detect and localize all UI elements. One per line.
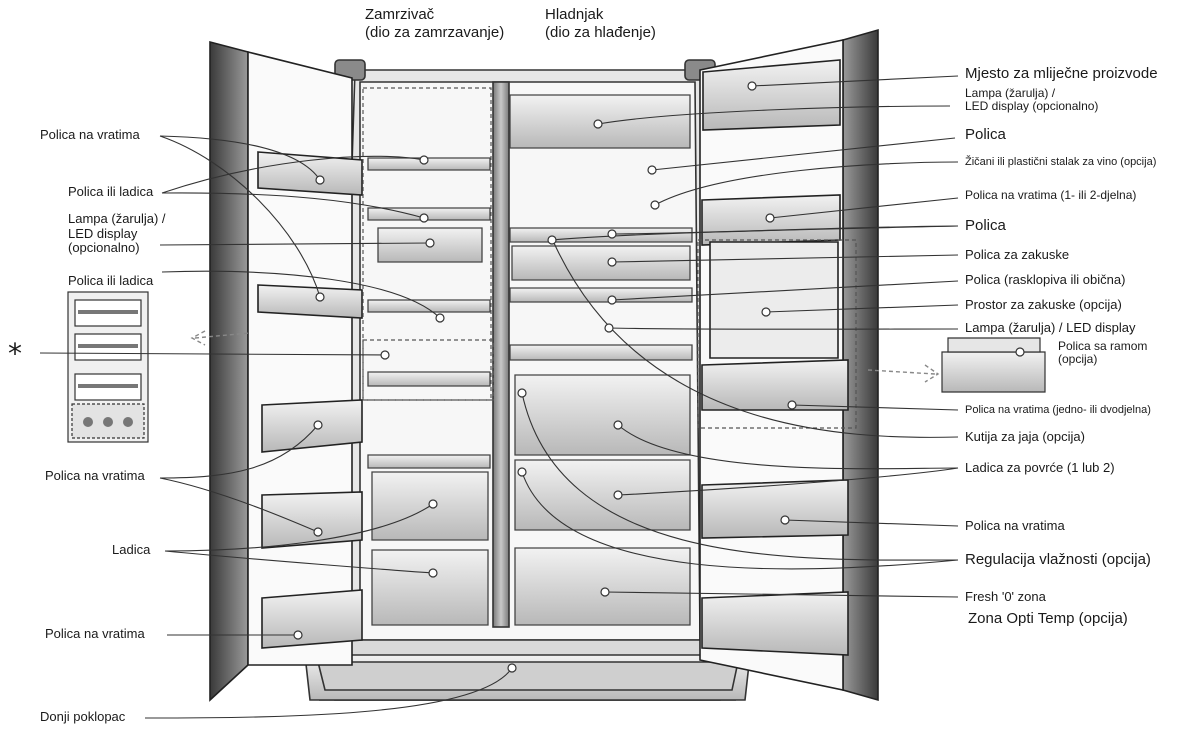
label-shelf-1: Polica — [965, 126, 1006, 143]
label-lamp-left-1: Lampa (žarulja) / — [68, 211, 166, 226]
label-humidity: Regulacija vlažnosti (opcija) — [965, 551, 1151, 568]
label-door-shelf-one-two: Polica na vratima (jedno- ili dvodjelna) — [965, 404, 1151, 416]
freezer-heading: Zamrzivač (dio za zamrzavanje) — [365, 6, 504, 42]
label-wine-rack: Žičani ili plastični stalak za vino (opc… — [965, 156, 1157, 168]
label-shelf-or-drawer-1: Polica ili ladica — [68, 184, 154, 199]
label-shelf-2: Polica — [965, 217, 1006, 234]
freezer-dashed-subregion — [362, 339, 494, 401]
pull-arrows — [190, 330, 940, 383]
label-door-shelf-3: Polica na vratima — [45, 626, 145, 641]
label-door-shelf-2: Polica na vratima — [45, 468, 145, 483]
freezer-interior — [367, 157, 491, 626]
label-lamp-led-display: Lampa (žarulja) / LED display — [965, 320, 1136, 335]
label-shelf-or-drawer-2: Polica ili ladica — [68, 273, 154, 288]
label-frame-shelf-2: (opcija) — [1058, 352, 1098, 367]
label-fresh-zone: Fresh '0' zona — [965, 589, 1046, 604]
freezer-subtitle: (dio za zamrzavanje) — [365, 24, 505, 41]
shelf-drawer-inset — [67, 291, 149, 443]
label-door-shelf-1: Polica na vratima — [40, 127, 140, 142]
asterisk-marker: * — [8, 337, 22, 370]
label-opti-temp: Zona Opti Temp (opcija) — [968, 610, 1128, 627]
label-lamp-left: Lampa (žarulja) / LED display (opcionaln… — [68, 211, 166, 256]
freezer-title: Zamrzivač — [365, 6, 435, 23]
fridge-dashed-region — [697, 239, 857, 429]
label-drawer: Ladica — [112, 542, 151, 557]
fridge-heading: Hladnjak (dio za hlađenje) — [545, 6, 656, 42]
left-door — [209, 40, 363, 702]
leader-lines — [39, 75, 959, 719]
leader-dots — [293, 81, 1025, 673]
fridge-interior — [509, 94, 693, 626]
label-lamp-right-1: Lampa (žarulja) / — [965, 86, 1056, 100]
label-frame-shelf: Polica sa ramom (opcija) — [1058, 339, 1148, 367]
label-snack-shelf: Polica za zakuske — [965, 247, 1070, 262]
label-bottom-cover: Donji poklopac — [40, 709, 126, 724]
label-veg-drawer: Ladica za povrće (1 lub 2) — [965, 460, 1115, 475]
label-egg-box: Kutija za jaja (opcija) — [965, 429, 1085, 444]
label-lamp-right: Lampa (žarulja) / LED display (opcionaln… — [965, 86, 1099, 114]
label-snack-space: Prostor za zakuske (opcija) — [965, 297, 1122, 312]
fridge-subtitle: (dio za hlađenje) — [545, 24, 656, 41]
label-lamp-left-3: (opcionalno) — [68, 240, 140, 256]
frame-shelf-inset — [941, 337, 1046, 393]
label-door-shelf-1or2: Polica na vratima (1- ili 2-djelna) — [965, 188, 1137, 202]
label-frame-shelf-1: Polica sa ramom — [1058, 339, 1148, 353]
label-folding-shelf: Polica (rasklopiva ili obična) — [965, 272, 1126, 287]
label-lamp-right-2: LED display (opcionalno) — [965, 99, 1099, 114]
right-door — [699, 28, 879, 702]
label-lamp-left-2: LED display — [68, 225, 138, 241]
label-dairy: Mjesto za mliječne proizvode — [965, 65, 1158, 82]
fridge-title: Hladnjak — [545, 6, 604, 23]
label-door-shelf: Polica na vratima — [965, 518, 1065, 533]
